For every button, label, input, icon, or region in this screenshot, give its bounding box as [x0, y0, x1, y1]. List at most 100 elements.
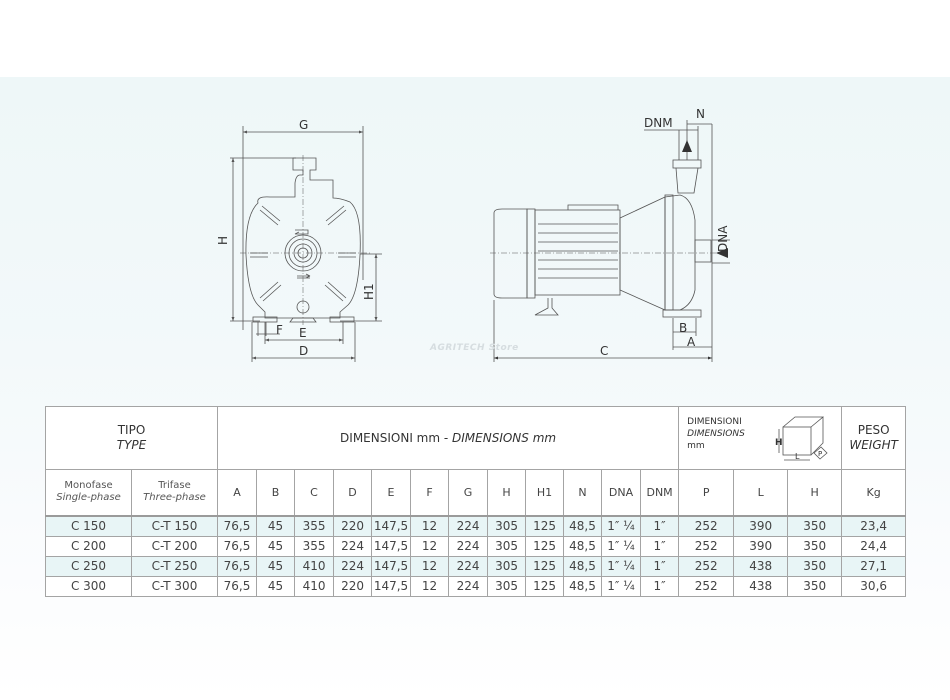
cell: 12 — [410, 514, 450, 537]
cell: 147,5 — [371, 555, 412, 577]
dim-label-N: N — [696, 107, 705, 121]
cell: 12 — [410, 535, 450, 557]
cell: 24,4 — [841, 535, 907, 557]
cell: 23,4 — [841, 514, 907, 537]
cell: 224 — [448, 575, 489, 597]
cell: 48,5 — [563, 575, 603, 597]
table-row: C 300 C-T 300 76,5 45 410 220 147,5 12 2… — [45, 575, 907, 597]
col-DNM: DNM — [640, 469, 680, 516]
svg-text:H: H — [775, 438, 783, 448]
cell: 252 — [678, 555, 735, 577]
background-band — [0, 77, 950, 700]
cell: 390 — [733, 514, 789, 537]
cell: 224 — [333, 555, 373, 577]
table-row: C 200 C-T 200 76,5 45 355 224 147,5 12 2… — [45, 535, 907, 557]
dimensions-header: DIMENSIONI mm - DIMENSIONS mm — [217, 406, 680, 470]
dim-label-DNM: DNM — [644, 116, 673, 130]
cell: 220 — [333, 575, 373, 597]
cell: 305 — [487, 555, 527, 577]
cell: 125 — [525, 555, 565, 577]
svg-text:P: P — [818, 450, 822, 458]
col-Kg: Kg — [841, 469, 907, 516]
cell: 390 — [733, 535, 789, 557]
model-single-phase: C 250 — [45, 555, 132, 577]
cell: 410 — [294, 575, 335, 597]
col-DNA: DNA — [601, 469, 642, 516]
col-E: E — [371, 469, 412, 516]
cell: 350 — [787, 555, 843, 577]
model-three-phase: C-T 150 — [130, 514, 219, 537]
cell: 350 — [787, 514, 843, 537]
cell: 48,5 — [563, 514, 603, 537]
cell: 45 — [256, 514, 296, 537]
dim-label-B: B — [679, 321, 687, 335]
model-single-phase: C 300 — [45, 575, 132, 597]
dim-label-DNA: DNA — [716, 225, 730, 252]
dim-label-H1: H1 — [362, 283, 376, 300]
col-P: P — [678, 469, 735, 516]
watermark: AGRITECH Store — [430, 343, 519, 353]
pump-side-view-drawing: DNM N DNA B A C — [490, 107, 730, 362]
cell: 76,5 — [217, 535, 258, 557]
cell: 1″ — [640, 535, 680, 557]
cell: 45 — [256, 555, 296, 577]
dim-label-F: F — [276, 323, 283, 337]
col-pack-H: H — [787, 469, 843, 516]
cell: 76,5 — [217, 514, 258, 537]
model-three-phase: C-T 250 — [130, 555, 219, 577]
dim-label-H: H — [216, 236, 230, 245]
cell: 147,5 — [371, 514, 412, 537]
cell: 1″ — [640, 575, 680, 597]
model-three-phase: C-T 200 — [130, 535, 219, 557]
cell: 48,5 — [563, 555, 603, 577]
cell: 224 — [333, 535, 373, 557]
col-N: N — [563, 469, 603, 516]
dim-label-E: E — [299, 326, 307, 340]
col-G: G — [448, 469, 489, 516]
col-A: A — [217, 469, 258, 516]
col-L: L — [733, 469, 789, 516]
cell: 147,5 — [371, 575, 412, 597]
cell: 1″ ¼ — [601, 575, 642, 597]
dim-label-G: G — [299, 118, 308, 132]
col-F: F — [410, 469, 450, 516]
cell: 45 — [256, 575, 296, 597]
cell: 410 — [294, 555, 335, 577]
cell: 1″ ¼ — [601, 535, 642, 557]
table-row: C 150 C-T 150 76,5 45 355 220 147,5 12 2… — [45, 514, 907, 537]
cell: 147,5 — [371, 535, 412, 557]
cell: 350 — [787, 575, 843, 597]
cell: 224 — [448, 514, 489, 537]
cell: 45 — [256, 535, 296, 557]
cell: 350 — [787, 535, 843, 557]
dim-label-D: D — [299, 344, 308, 358]
svg-text:L: L — [795, 452, 800, 461]
pump-front-view-drawing: G H H1 F E D — [216, 118, 382, 362]
cell: 252 — [678, 575, 735, 597]
cell: 438 — [733, 575, 789, 597]
cell: 355 — [294, 514, 335, 537]
cell: 252 — [678, 535, 735, 557]
col-B: B — [256, 469, 296, 516]
cell: 30,6 — [841, 575, 907, 597]
col-H: H — [487, 469, 527, 516]
cell: 1″ ¼ — [601, 514, 642, 537]
model-single-phase: C 150 — [45, 514, 132, 537]
cell: 220 — [333, 514, 373, 537]
cell: 76,5 — [217, 555, 258, 577]
cell: 1″ — [640, 555, 680, 577]
cell: 355 — [294, 535, 335, 557]
cell: 27,1 — [841, 555, 907, 577]
cell: 12 — [410, 555, 450, 577]
col-D: D — [333, 469, 373, 516]
col-H1: H1 — [525, 469, 565, 516]
cell: 438 — [733, 555, 789, 577]
cell: 252 — [678, 514, 735, 537]
cell: 125 — [525, 575, 565, 597]
cell: 1″ ¼ — [601, 555, 642, 577]
dim-label-C: C — [600, 344, 608, 358]
